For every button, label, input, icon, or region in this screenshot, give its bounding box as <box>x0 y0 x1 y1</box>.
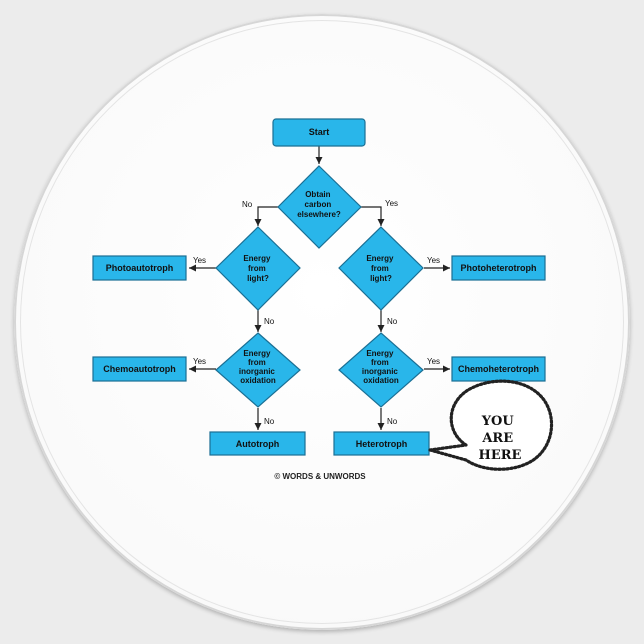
svg-text:Photoheterotroph: Photoheterotroph <box>461 263 537 273</box>
decision-energy-inorganic-left: Energy from inorganic oxidation <box>215 332 301 408</box>
credit-text: © WORDS & UNWORDS <box>274 472 366 481</box>
svg-text:Autotroph: Autotroph <box>236 439 279 449</box>
svg-text:Energy from light?: Energy from light? <box>366 254 395 283</box>
label-left-inorganic-no: No <box>264 417 275 426</box>
coaster-plate <box>14 14 630 630</box>
label-right-light-no: No <box>387 317 398 326</box>
node-chemoautotroph: Chemoautotroph <box>92 356 187 382</box>
label-right-inorganic-no: No <box>387 417 398 426</box>
you-are-here-callout: YOU ARE HERE <box>428 379 554 471</box>
svg-text:Energy from inorga: Energy from inorganic oxidation <box>239 349 277 385</box>
node-heterotroph: Heterotroph <box>333 431 430 456</box>
node-chemoheterotroph: Chemoheterotroph <box>451 356 546 382</box>
edge-carbon-no <box>254 206 279 226</box>
label-right-light-yes: Yes <box>427 256 440 265</box>
svg-text:Energy from light?: Energy from light? <box>243 254 272 283</box>
svg-text:Obtain carbon else: Obtain carbon elsewhere? <box>297 190 341 219</box>
svg-text:Photoautotroph: Photoautotroph <box>106 263 173 273</box>
node-start: Start <box>272 118 366 147</box>
connectors <box>189 146 450 430</box>
decision-energy-light-right: Energy from light? <box>338 226 424 311</box>
decision-energy-inorganic-right: Energy from inorganic oxidation <box>338 332 424 408</box>
decision-obtain-carbon: Obtain carbon elsewhere? <box>277 165 362 249</box>
svg-text:Heterotroph: Heterotroph <box>356 439 408 449</box>
label-left-inorganic-yes: Yes <box>193 357 206 366</box>
svg-text:Energy from inorga: Energy from inorganic oxidation <box>362 349 400 385</box>
svg-text:YOU ARE HERE: YOU ARE HERE <box>479 414 522 463</box>
decision-energy-light-left: Energy from light? <box>215 226 301 311</box>
label-left-light-yes: Yes <box>193 256 206 265</box>
label-right-inorganic-yes: Yes <box>427 357 440 366</box>
node-autotroph: Autotroph <box>209 431 306 456</box>
svg-text:Start: Start <box>309 127 330 137</box>
svg-text:Chemoautotroph: Chemoautotroph <box>103 364 176 374</box>
label-carbon-yes: Yes <box>385 199 398 208</box>
edge-carbon-yes <box>361 206 385 226</box>
speech-bubble <box>428 379 554 471</box>
svg-text:Chemoheterotroph: Chemoheterotroph <box>458 364 539 374</box>
label-carbon-no: No <box>242 200 253 209</box>
node-photoautotroph: Photoautotroph <box>92 255 187 281</box>
node-photoheterotroph: Photoheterotroph <box>451 255 546 281</box>
label-left-light-no: No <box>264 317 275 326</box>
